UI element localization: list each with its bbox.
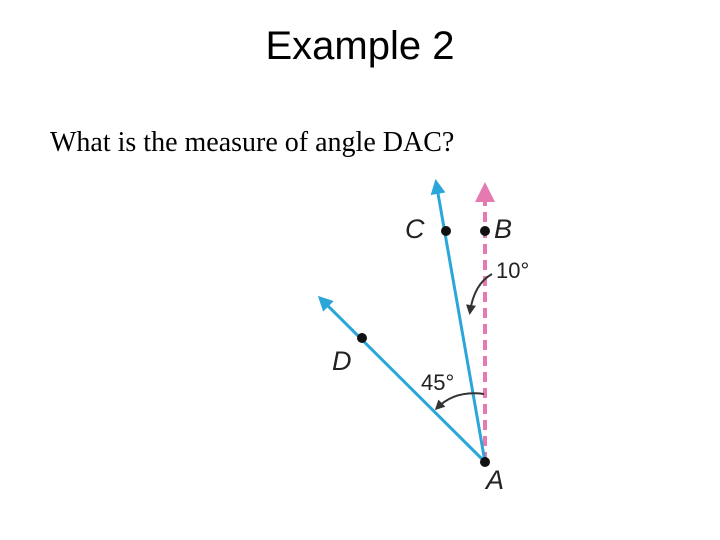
point-label-d: D: [332, 346, 352, 376]
point-label-c: C: [405, 214, 425, 244]
angle-label-bac: 10°: [496, 258, 529, 283]
point-b: [480, 226, 490, 236]
slide-title: Example 2: [265, 24, 455, 68]
ray-ad: [317, 295, 487, 464]
angle-arc-dab: [434, 392, 485, 411]
point-a: [480, 457, 490, 467]
point-label-a: A: [484, 465, 504, 495]
angle-arc-bac: [466, 273, 493, 315]
point-label-b: B: [494, 214, 512, 244]
angle-label-dab: 45°: [421, 370, 454, 395]
point-c: [441, 226, 451, 236]
question-text: What is the measure of angle DAC?: [50, 127, 455, 158]
point-d: [357, 333, 367, 343]
